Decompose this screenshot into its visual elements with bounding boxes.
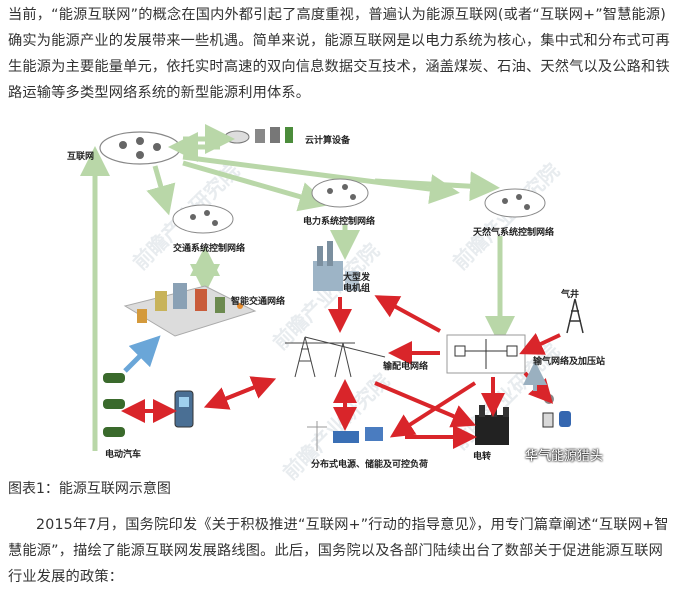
intro-paragraph: 当前，“能源互联网”的概念在国内外都引起了高度重视，普遍认为能源互联网(或者“互… — [8, 7, 670, 101]
label-pipeline: 输气网络及加压站 — [533, 357, 606, 367]
internet-cloud-icon — [99, 131, 181, 165]
generator-icon — [313, 241, 359, 291]
diagram-graphics — [80, 124, 584, 451]
gas-well-icon — [566, 298, 584, 334]
label-distributed: 分布式电源、储能及可控负荷 — [311, 460, 429, 470]
label-power-network: 电力系统控制网络 — [303, 217, 376, 227]
smart-traffic-city-icon — [123, 283, 257, 337]
label-ev: 电动汽车 — [105, 450, 142, 460]
pipeline-station-icon — [446, 334, 526, 374]
label-traffic-network: 交通系统控制网络 — [173, 244, 246, 254]
label-grid: 输配电网络 — [383, 362, 429, 372]
factory-icon — [475, 405, 509, 445]
second-paragraph: 2015年7月，国务院印发《关于积极推进“互联网+”行动的指导意见》，用专门篇章… — [8, 517, 669, 585]
cloud-computing-icon — [224, 127, 293, 144]
energy-internet-diagram: 前瞻产业研究院 前瞻产业研究院 前瞻产业研究院 前瞻产业研究院 前瞻产业研究院 — [55, 121, 620, 485]
label-heat: 电转 — [473, 452, 492, 462]
figure-caption: 图表1：能源互联网示意图 — [8, 481, 171, 497]
electric-car-icons — [103, 373, 125, 437]
label-smart-traffic: 智能交通网络 — [231, 297, 286, 307]
label-generator: 大型发电机组 — [343, 273, 371, 294]
transmission-tower-icon — [285, 336, 386, 378]
traffic-network-cloud-icon — [172, 204, 234, 234]
label-internet: 互联网 — [67, 152, 95, 162]
power-network-cloud-icon — [311, 178, 369, 208]
charging-station-icon — [174, 390, 194, 428]
gas-network-cloud-icon — [484, 188, 546, 218]
overlay-watermark-text: 华气能源猎头 — [525, 449, 604, 464]
distributed-energy-icon — [307, 421, 383, 451]
label-cloud-computing: 云计算设备 — [305, 136, 351, 146]
label-gas-well: 气井 — [561, 290, 580, 300]
label-gas-network: 天然气系统控制网络 — [473, 228, 555, 238]
household-icon — [542, 394, 571, 428]
